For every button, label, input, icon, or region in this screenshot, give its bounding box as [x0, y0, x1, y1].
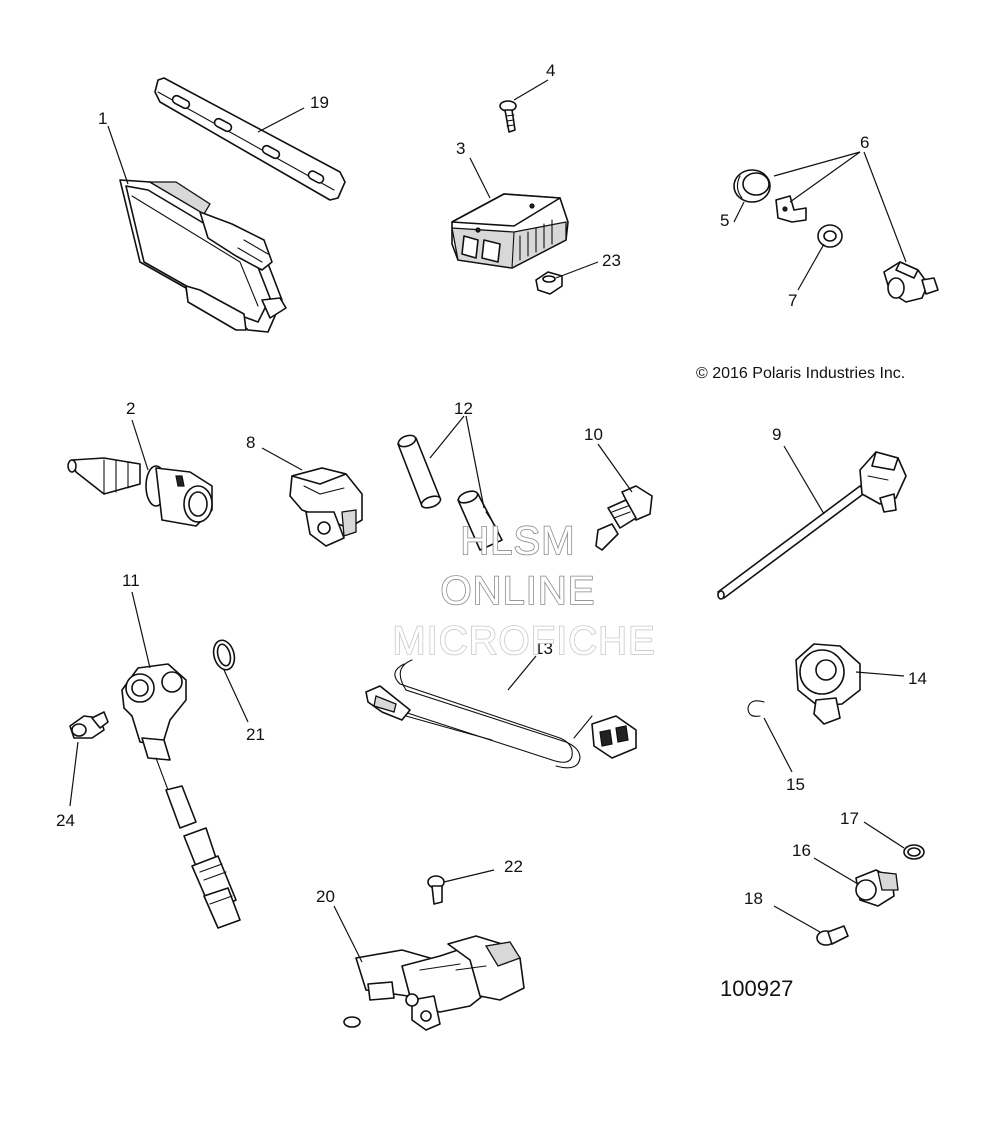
- callout-16: 16: [792, 841, 811, 860]
- callout-6: 6: [860, 133, 869, 152]
- callout-14: 14: [908, 669, 927, 688]
- part-4-screw: [499, 100, 517, 133]
- callout-7: 7: [788, 291, 797, 310]
- callout-9: 9: [772, 425, 781, 444]
- part-15-clip: [747, 700, 765, 717]
- part-5-cap: [733, 169, 771, 203]
- part-21-oring: [212, 639, 236, 671]
- callout-23: 23: [602, 251, 621, 270]
- figure-number: 100927: [720, 976, 793, 1001]
- callout-3: 3: [456, 139, 465, 158]
- leader-lines: [69, 79, 907, 963]
- part-19-bracket: [154, 77, 346, 201]
- part-18-bolt: [816, 925, 849, 946]
- callout-5: 5: [720, 211, 729, 230]
- part-10-sensor: [595, 485, 653, 551]
- callout-13: 13: [534, 639, 553, 658]
- part-12-plugs: [397, 434, 503, 551]
- callout-4: 4: [546, 61, 555, 80]
- callout-20: 20: [316, 887, 335, 906]
- watermark-line-1: HLSM: [460, 519, 575, 563]
- part-17-oring: [903, 844, 925, 860]
- part-7-washer: [817, 224, 843, 248]
- callout-15: 15: [786, 775, 805, 794]
- part-11-sensor-harness: [121, 663, 241, 929]
- watermark-line-2: ONLINE: [441, 569, 596, 613]
- part-6-sensor: [883, 261, 939, 303]
- callout-8: 8: [246, 433, 255, 452]
- part-22-screw: [427, 875, 445, 905]
- callout-18: 18: [744, 889, 763, 908]
- callout-12: 12: [454, 399, 473, 418]
- part-6-clip: [775, 195, 807, 223]
- part-1-ecu: [119, 179, 287, 333]
- copyright-notice: © 2016 Polaris Industries Inc.: [696, 365, 905, 382]
- callout-10: 10: [584, 425, 603, 444]
- part-8-map-sensor: [289, 467, 363, 547]
- callout-22: 22: [504, 857, 523, 876]
- callout-11: 11: [122, 571, 140, 590]
- part-13-harness: [365, 659, 637, 769]
- callout-17: 17: [840, 809, 859, 828]
- part-23-nut: [535, 271, 563, 295]
- watermark-line-3: MICROFICHE: [392, 619, 655, 663]
- callout-24: 24: [56, 811, 75, 830]
- part-9-o2-sensor: [717, 451, 907, 600]
- callout-2: 2: [126, 399, 135, 418]
- part-3-control-box: [451, 193, 569, 269]
- callout-1: 1: [98, 109, 107, 128]
- part-16-speed-sensor: [855, 869, 899, 907]
- part-24-bolt: [69, 711, 109, 739]
- watermark: HLSM ONLINE MICROFICHE: [392, 518, 656, 664]
- part-2-sensor: [67, 457, 213, 527]
- part-20-valve: [343, 935, 525, 1031]
- part-14-knock-sensor: [795, 643, 861, 725]
- callout-21: 21: [246, 725, 265, 744]
- callout-19: 19: [310, 93, 329, 112]
- callout-labels: 1 19 4 3 23 6 5 7 2 8 12 10 9 11 21 24 1…: [56, 61, 927, 908]
